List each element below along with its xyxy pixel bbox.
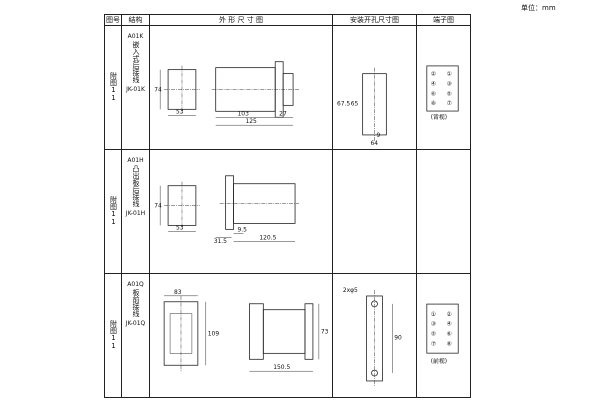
outline-drawing: 74 53 31.5 9.5 120.5 bbox=[149, 149, 333, 274]
terminal: ④ bbox=[431, 81, 436, 88]
table-row: 附图11 A01K 嵌入式后接线 JK-01K 74 53 103 27 125 bbox=[104, 25, 471, 150]
header-terminal: 端子图 bbox=[416, 14, 471, 26]
terminal: ⑧ bbox=[431, 100, 436, 107]
figure-no-cell: 附图11 bbox=[104, 25, 122, 150]
svg-text:27: 27 bbox=[279, 110, 287, 117]
svg-text:150.5: 150.5 bbox=[273, 364, 290, 371]
terminal: ⑤ bbox=[431, 331, 436, 338]
cutout-drawing: 67.5 65 9 64 bbox=[332, 25, 417, 150]
svg-text:73: 73 bbox=[321, 329, 329, 336]
svg-text:31.5: 31.5 bbox=[214, 238, 227, 245]
unit-label: 单位：mm bbox=[521, 4, 556, 12]
outline-drawing: 83 109 73 150.5 bbox=[149, 273, 333, 398]
svg-text:103: 103 bbox=[238, 110, 250, 117]
terminal: ⑥ bbox=[446, 331, 451, 338]
spec-table: 图号 结构 外 形 尺 寸 图 安装开孔尺寸图 端子图 附图11 A01K 嵌入… bbox=[104, 14, 471, 398]
figure-no-cell: 附图11 bbox=[104, 149, 122, 274]
svg-text:9: 9 bbox=[376, 133, 380, 139]
dim-h: 74 bbox=[154, 86, 162, 93]
terminal: ① bbox=[431, 311, 436, 318]
terminal: ② bbox=[446, 311, 452, 318]
terminal-cell bbox=[416, 149, 471, 274]
structure-cell: A01K 嵌入式后接线 JK-01K bbox=[121, 25, 150, 150]
svg-text:120.5: 120.5 bbox=[259, 234, 276, 241]
svg-text:64: 64 bbox=[371, 141, 379, 147]
header-figure-no: 图号 bbox=[104, 14, 122, 26]
terminal: ⑦ bbox=[446, 100, 452, 107]
cutout-cell bbox=[332, 149, 417, 274]
table-row: 附图11 A01H 凸出板后接线 JK-01H 74 53 31.5 9.5 1… bbox=[104, 149, 471, 274]
svg-text:2xφ5: 2xφ5 bbox=[343, 288, 358, 294]
terminal: ⑧ bbox=[446, 340, 451, 347]
svg-text:109: 109 bbox=[208, 331, 220, 338]
view-label: (前视) bbox=[431, 357, 447, 365]
svg-text:53: 53 bbox=[176, 224, 184, 231]
svg-text:65: 65 bbox=[351, 101, 359, 107]
terminal: ① bbox=[446, 71, 451, 78]
svg-text:90: 90 bbox=[394, 335, 402, 341]
figure-no-cell: 附图11 bbox=[104, 273, 122, 398]
structure-cell: A01H 凸出板后接线 JK-01H bbox=[121, 149, 150, 274]
header-outline: 外 形 尺 寸 图 bbox=[149, 14, 333, 26]
terminal: ④ bbox=[446, 321, 451, 328]
svg-text:74: 74 bbox=[154, 203, 162, 210]
terminal: ② bbox=[431, 71, 437, 78]
view-label: (背视) bbox=[431, 113, 447, 121]
header-cutout: 安装开孔尺寸图 bbox=[332, 14, 417, 26]
svg-text:9.5: 9.5 bbox=[238, 226, 248, 233]
header-structure: 结构 bbox=[121, 14, 150, 26]
svg-text:125: 125 bbox=[245, 118, 257, 125]
outline-drawing: 74 53 103 27 125 bbox=[149, 25, 333, 150]
terminal-drawing: ② ① ④ ③ ⑥ ⑤ ⑧ ⑦ (背视) bbox=[416, 25, 471, 150]
terminal: ⑦ bbox=[431, 340, 437, 347]
terminal: ⑥ bbox=[431, 90, 436, 97]
svg-text:53: 53 bbox=[176, 108, 184, 115]
svg-text:83: 83 bbox=[174, 289, 182, 296]
structure-cell: A01Q 板前接线 JK-01Q bbox=[121, 273, 150, 398]
terminal: ③ bbox=[446, 81, 451, 88]
terminal: ③ bbox=[431, 321, 436, 328]
terminal: ⑤ bbox=[446, 90, 451, 97]
cutout-drawing: 2xφ5 90 bbox=[332, 273, 417, 398]
table-row: 附图11 A01Q 板前接线 JK-01Q 83 109 73 150.5 bbox=[104, 273, 471, 398]
svg-text:67.5: 67.5 bbox=[337, 101, 350, 107]
terminal-drawing: ① ② ③ ④ ⑤ ⑥ ⑦ ⑧ (前视) bbox=[416, 273, 471, 398]
header-row: 图号 结构 外 形 尺 寸 图 安装开孔尺寸图 端子图 bbox=[104, 14, 471, 26]
